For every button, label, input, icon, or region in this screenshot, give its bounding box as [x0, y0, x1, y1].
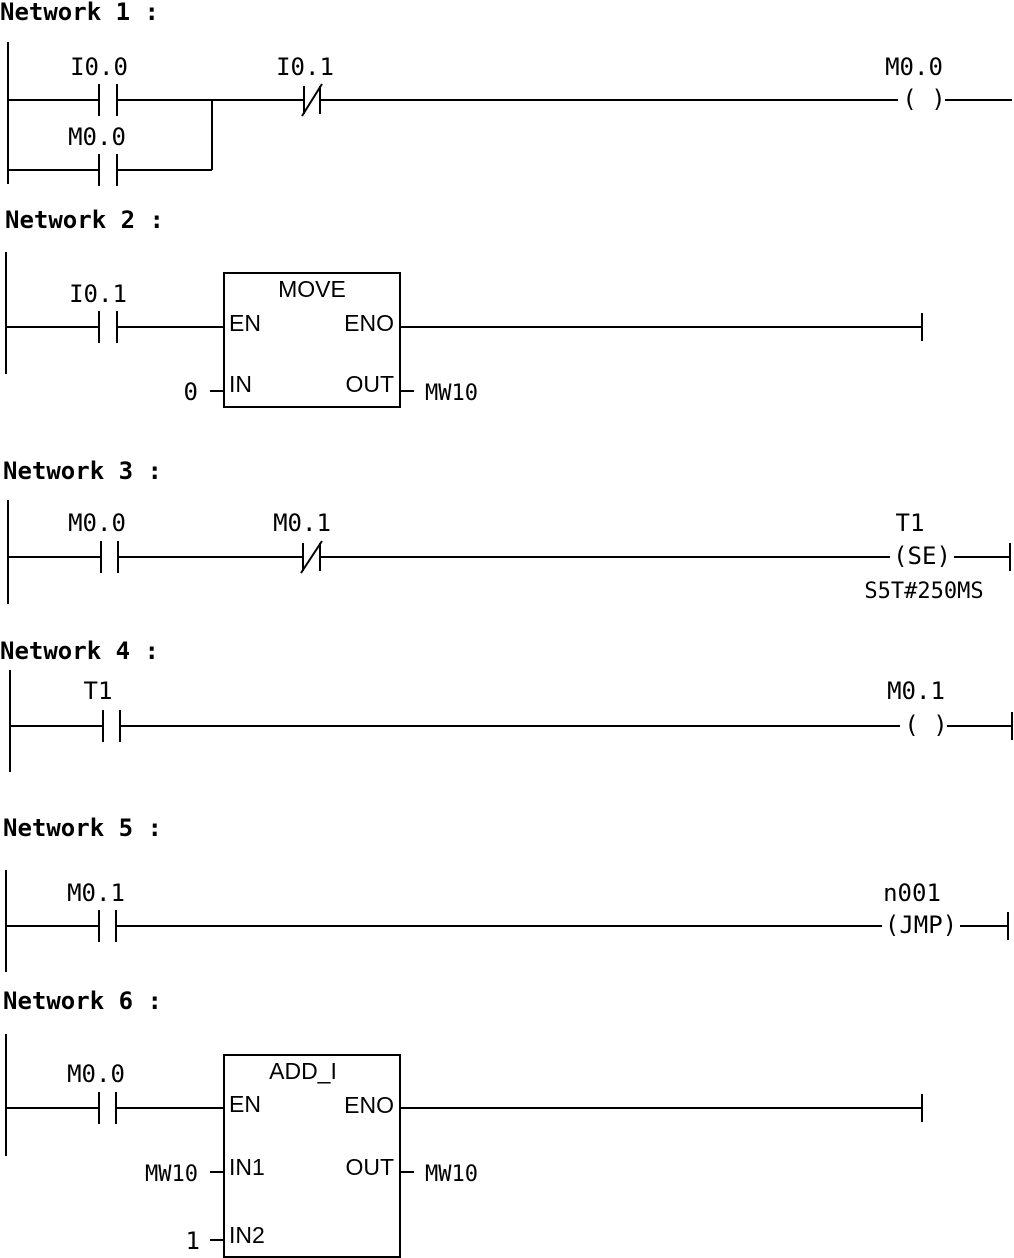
network-1: Network 1 : I0.0 M0.0 I0.1: [0, 0, 1012, 186]
box-pin-in2: IN2: [229, 1222, 265, 1248]
box-pin-eno: ENO: [344, 1092, 394, 1118]
contact-label: I0.0: [70, 53, 128, 81]
coil-label: T1: [896, 509, 925, 537]
normally-closed-contact: [212, 83, 898, 117]
box-pin-in: IN: [229, 371, 252, 397]
box-pin-out: OUT: [345, 371, 394, 397]
coil-symbol: ( ): [904, 711, 947, 739]
timer-preset: S5T#250MS: [864, 579, 983, 604]
box-pin-en: EN: [229, 1091, 261, 1117]
box-pin-eno: ENO: [344, 310, 394, 336]
network-title: Network 6 :: [3, 987, 162, 1015]
contact-label: T1: [84, 677, 113, 705]
contact-label: M0.0: [68, 123, 126, 151]
network-title: Network 2 :: [5, 206, 164, 234]
network-title: Network 5 :: [3, 814, 162, 842]
normally-open-contact: [8, 541, 303, 573]
box-title: MOVE: [278, 276, 346, 302]
normally-closed-contact: [300, 540, 890, 574]
box-pin-en: EN: [229, 310, 261, 336]
network-title: Network 3 :: [3, 457, 162, 485]
coil-label: M0.0: [885, 53, 943, 81]
network-title: Network 1 :: [0, 0, 159, 26]
network-5: Network 5 : M0.1 n001 (JMP): [3, 814, 1009, 972]
contact-label: M0.1: [273, 509, 331, 537]
normally-open-contact: [8, 100, 213, 186]
add-int-function-box: ADD_I EN ENO IN1 OUT IN2: [223, 1054, 401, 1258]
output-operand: MW10: [425, 381, 478, 406]
input-operand: MW10: [145, 1162, 198, 1187]
coil-symbol: ( ): [902, 85, 945, 113]
normally-open-contact: [8, 84, 212, 116]
box-title: ADD_I: [269, 1058, 337, 1084]
box-pin-out: OUT: [345, 1154, 394, 1180]
coil-label: M0.1: [887, 677, 945, 705]
input-operand: 1: [186, 1227, 200, 1255]
contact-label: M0.1: [67, 879, 125, 907]
network-2: Network 2 : I0.1 MOVE EN ENO IN OUT 0 MW…: [5, 206, 923, 408]
box-pin-in1: IN1: [229, 1154, 265, 1180]
network-3: Network 3 : M0.0 M0.1 T1 (SE) S5T#250MS: [3, 457, 1011, 604]
contact-label: I0.1: [69, 280, 127, 308]
normally-open-contact: [10, 710, 900, 742]
move-function-box: MOVE EN ENO IN OUT: [223, 272, 401, 408]
input-operand: 0: [184, 378, 198, 406]
normally-open-contact: [6, 910, 882, 942]
jump-symbol: (JMP): [885, 911, 957, 939]
coil-label: n001: [883, 879, 941, 907]
contact-label: M0.0: [68, 509, 126, 537]
coil-symbol: (SE): [893, 542, 951, 570]
network-6: Network 6 : M0.0 ADD_I EN ENO IN1 OUT IN…: [3, 987, 923, 1258]
output-operand: MW10: [425, 1162, 478, 1187]
normally-open-contact: [6, 311, 224, 343]
network-4: Network 4 : T1 M0.1 ( ): [0, 637, 1013, 772]
network-title: Network 4 :: [0, 637, 159, 665]
contact-label: M0.0: [67, 1060, 125, 1088]
normally-open-contact: [6, 1092, 224, 1124]
contact-label: I0.1: [276, 53, 334, 81]
